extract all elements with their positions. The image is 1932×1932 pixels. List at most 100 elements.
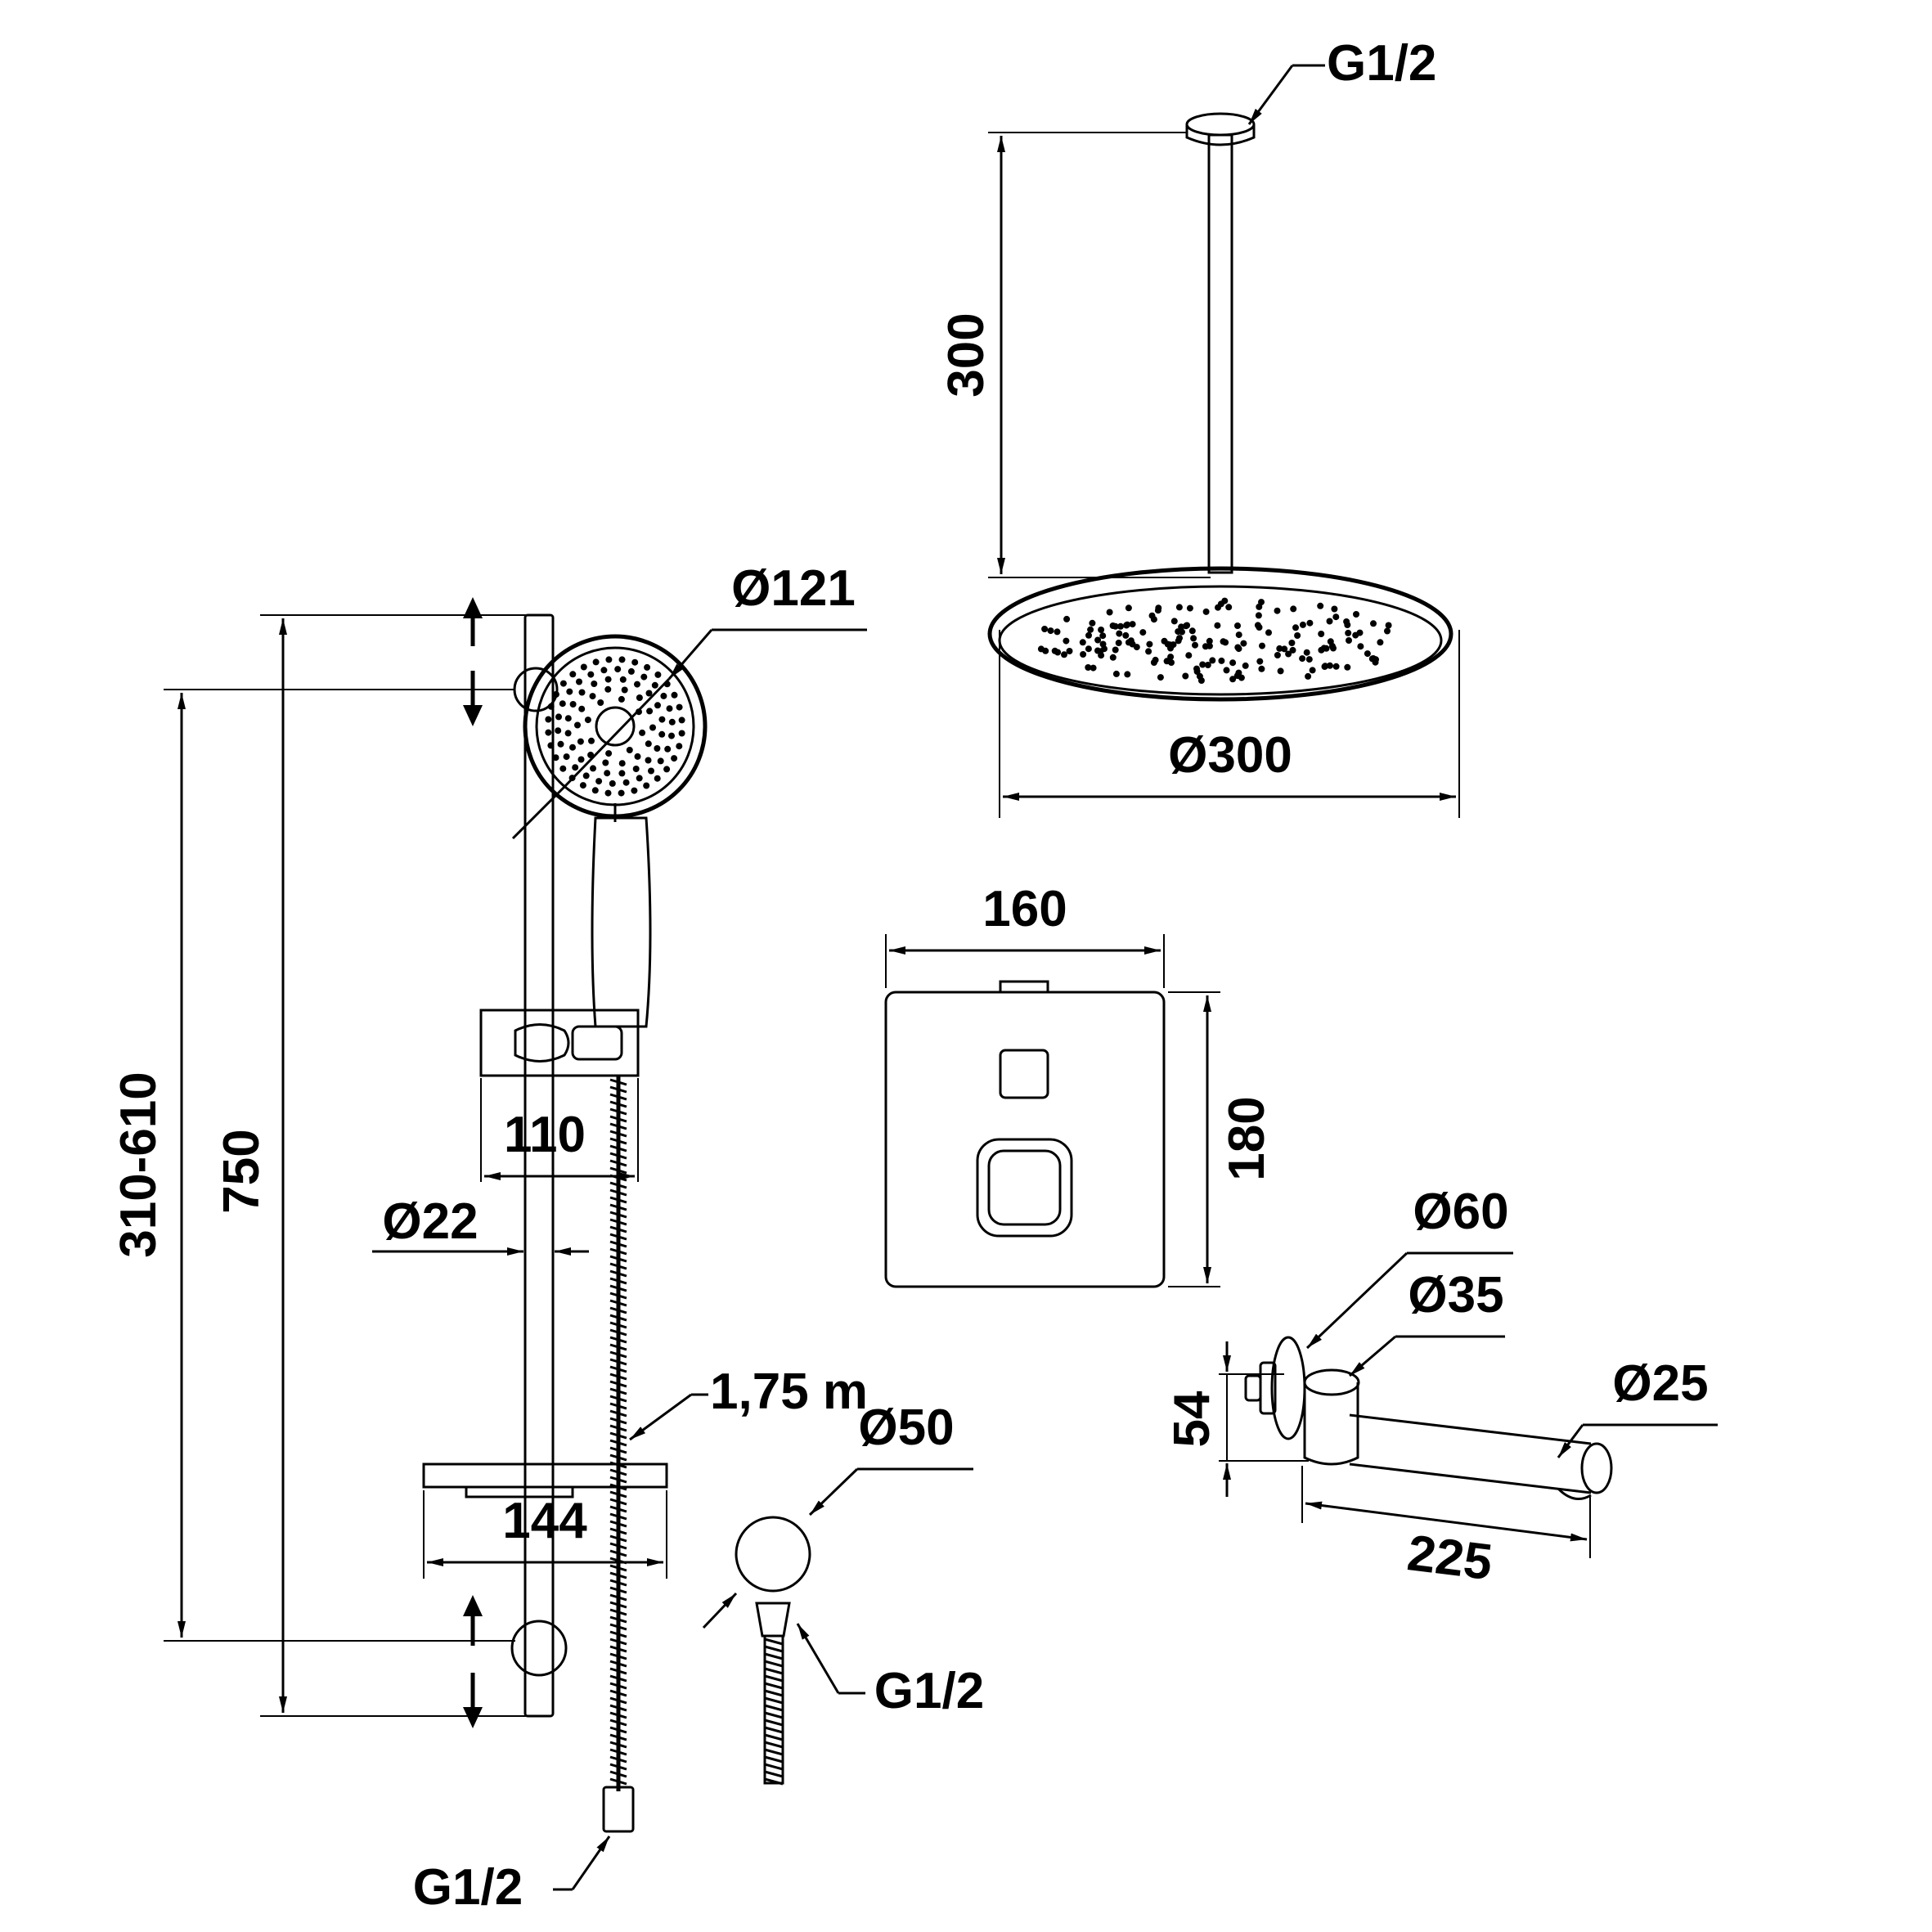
hose-coil-ring [609, 1667, 627, 1675]
nozzle [1254, 622, 1261, 629]
nozzle [564, 715, 572, 722]
nozzle [1063, 637, 1070, 645]
temperature-control [976, 1138, 1073, 1238]
nozzle [1066, 648, 1073, 654]
nozzle [1346, 637, 1352, 644]
wall-flange [1270, 1336, 1306, 1440]
nozzle [1109, 654, 1117, 661]
nozzle [1255, 612, 1262, 619]
spout-tip [1580, 1442, 1613, 1494]
hose-coil-ring [609, 1387, 627, 1395]
nozzle [604, 770, 611, 777]
hose-coil-ring [764, 1748, 784, 1756]
nozzle [1242, 662, 1249, 669]
dimension-line-spout-length [1305, 1501, 1588, 1542]
nozzle [654, 745, 661, 752]
nozzle [1178, 623, 1185, 631]
nozzle [643, 782, 650, 789]
nozzle [578, 705, 586, 712]
hose-coil-ring [609, 1431, 627, 1440]
nozzle [572, 764, 579, 771]
nozzle [552, 690, 559, 698]
hand-shower-diameter-label: Ø121 [731, 560, 856, 617]
nozzle [1099, 632, 1107, 640]
hose-coil-ring [609, 1453, 627, 1462]
nozzle [654, 702, 661, 709]
nozzle [1080, 651, 1087, 658]
rain-shower-nozzles [1037, 597, 1392, 684]
rail-length-label: 750 [213, 1129, 270, 1213]
nozzle [1265, 629, 1272, 636]
nozzle [1229, 676, 1237, 683]
nozzle [1116, 630, 1123, 637]
flow-button [999, 1049, 1049, 1099]
adjust-arrow-top-up [463, 597, 483, 646]
nozzle [1098, 627, 1105, 633]
nozzle [591, 681, 598, 687]
nozzle [1202, 643, 1209, 650]
nozzle [666, 705, 673, 712]
nozzle [1125, 604, 1132, 612]
hose-coil-ring [764, 1660, 784, 1668]
nozzle [1290, 605, 1297, 613]
nozzle [1344, 622, 1351, 628]
hose-coil-ring [609, 1130, 627, 1138]
nozzle [574, 721, 581, 729]
hose-coil-ring [609, 1299, 627, 1307]
nozzle [636, 694, 643, 701]
nozzle [1305, 656, 1313, 663]
nozzle [654, 775, 661, 782]
hose-coil-ring [764, 1777, 784, 1786]
nozzle [663, 766, 671, 773]
hose-coil-ring [609, 1424, 627, 1432]
hose-coil-ring [609, 1314, 627, 1322]
nozzle [1384, 627, 1391, 635]
hose-coil-ring [764, 1763, 784, 1771]
spout-height-label: 54 [1164, 1391, 1220, 1447]
nozzle [582, 772, 590, 780]
nozzle [1277, 667, 1284, 675]
hose-coil-ring [609, 1505, 627, 1513]
nozzle [618, 789, 625, 797]
hose-coil-ring [609, 1085, 627, 1094]
nozzle [1285, 650, 1292, 658]
nozzle [1087, 626, 1094, 633]
nozzle [559, 700, 566, 708]
nozzle [1288, 640, 1296, 646]
nozzle [555, 727, 562, 735]
nozzle [584, 717, 591, 724]
nozzle [1332, 663, 1340, 670]
nozzle [1259, 642, 1265, 649]
hose-coil-ring [609, 1586, 627, 1594]
hose-coil-ring [609, 1108, 627, 1116]
nozzle [1332, 613, 1340, 621]
nozzle [1115, 640, 1122, 646]
outlet-diameter-label: Ø50 [858, 1400, 954, 1456]
nozzle [1235, 669, 1242, 676]
nozzle [1357, 643, 1364, 650]
hose-coil-ring [609, 1468, 627, 1476]
leader-line [1305, 1251, 1409, 1350]
soap-shelf [422, 1462, 668, 1489]
nozzle [1079, 639, 1086, 646]
nozzle [668, 732, 675, 739]
bottom-wall-bracket [510, 1620, 568, 1677]
nozzle [1209, 657, 1216, 664]
nozzle [1299, 621, 1306, 628]
thermostat-plate: 160 180 [884, 881, 1275, 1288]
nozzle [1345, 629, 1352, 636]
nozzle [1199, 661, 1206, 668]
hose-coil-ring [609, 1476, 627, 1484]
nozzle [1163, 658, 1170, 665]
nozzle [1294, 632, 1301, 639]
hose-coil-ring [609, 1593, 627, 1602]
slide-rail [523, 613, 555, 1718]
hose-coil-ring [764, 1682, 784, 1690]
nozzle [1112, 670, 1120, 677]
hose-coil-ring [609, 1711, 627, 1719]
nozzle [557, 740, 564, 748]
nozzle [1185, 652, 1193, 659]
hose-coil-ring [609, 1358, 627, 1366]
nozzle [587, 671, 595, 678]
nozzle [1186, 604, 1193, 612]
